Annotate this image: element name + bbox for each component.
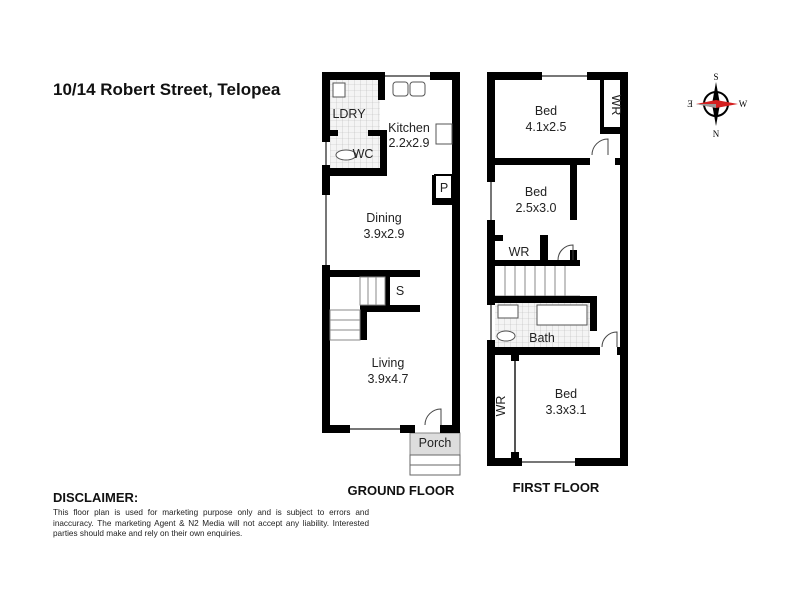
toilet-icon [496,330,516,342]
cooktop-icon [435,123,453,145]
room-porch: Porch [419,436,452,450]
compass-west: W [739,99,748,109]
door-icon [601,331,618,348]
porch-steps [409,454,461,476]
door-icon [591,138,609,156]
room-pantry: P [440,181,448,195]
room-bed3-name: Bed [555,387,577,401]
room-bed3-size: 3.3x3.1 [545,403,586,417]
room-bed2-size: 2.5x3.0 [515,201,556,215]
front-door-icon [424,408,442,426]
compass-south: S [713,72,718,82]
room-bed1-size: 4.1x2.5 [525,120,566,134]
room-bed1-name: Bed [535,104,557,118]
room-dining-name: Dining [366,211,401,225]
room-living-name: Living [372,356,405,370]
room-wc: WC [353,147,374,161]
toilet-icon [335,149,357,161]
room-kitchen-name: Kitchen [388,121,430,135]
compass-north: N [713,129,720,139]
room-bath: Bath [529,331,555,345]
property-address: 10/14 Robert Street, Telopea [53,80,281,99]
first-floor-label: FIRST FLOOR [513,480,600,495]
ground-floor-plan: LDRY WC Kitchen 2.2x2.9 P Dining 3.9x2.9… [322,72,461,498]
first-floor-stairs [495,266,580,297]
kitchen-sink-icon [392,81,426,97]
first-floor-plan: Bed 4.1x2.5 WR Bed 2.5x3.0 WR Bath Bed 3… [487,72,628,495]
room-living-size: 3.9x4.7 [367,372,408,386]
room-laundry: LDRY [332,107,366,121]
compass-rose-icon: S N E W [687,72,748,139]
room-wr2: WR [509,245,530,259]
compass-east: E [687,99,693,109]
laundry-tub-icon [332,82,346,98]
disclaimer-heading: DISCLAIMER: [53,490,139,505]
vanity-icon [497,304,519,319]
disclaimer-text: This floor plan is used for marketing pu… [53,508,369,538]
room-kitchen-size: 2.2x2.9 [388,136,429,150]
door-icon [557,244,574,261]
ground-stairs [329,276,386,341]
room-wr1: WR [609,95,623,116]
ground-floor-label: GROUND FLOOR [348,483,455,498]
bathtub-icon [536,304,588,326]
room-wr3: WR [494,396,508,417]
room-dining-size: 3.9x2.9 [363,227,404,241]
room-storage: S [396,284,404,298]
room-bed2-name: Bed [525,185,547,199]
